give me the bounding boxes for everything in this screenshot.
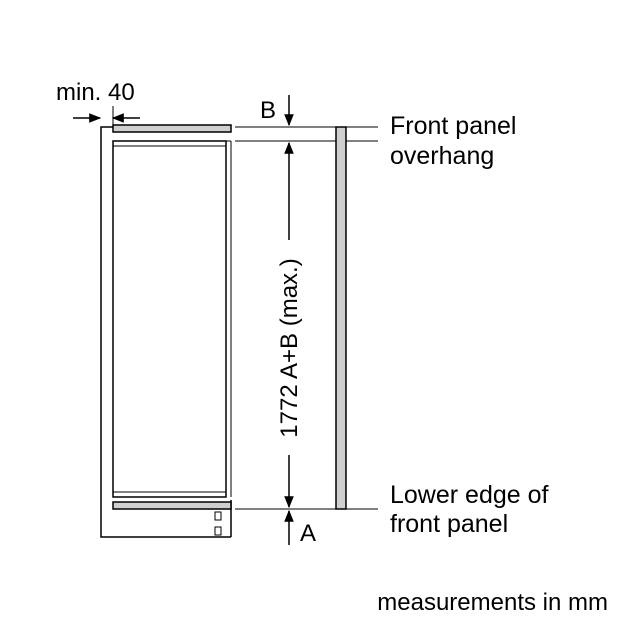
appliance-body: [112, 140, 232, 498]
min-gap-label: min. 40: [56, 79, 135, 106]
a-label: A: [300, 520, 316, 547]
top-board: [112, 124, 232, 133]
units-note: measurements in mm: [377, 589, 608, 616]
min-gap-dimension: [73, 106, 140, 125]
front-panel-label-line1: Front panel: [390, 112, 516, 140]
lower-edge-label-line1: Lower edge of: [390, 481, 549, 509]
b-label: B: [260, 97, 276, 124]
lower-edge-label-line2: front panel: [390, 510, 508, 538]
height-label: 1772 A+B (max.): [276, 258, 303, 437]
hinge-blocks: [214, 511, 222, 536]
reference-lines: [235, 126, 378, 510]
base-board: [112, 501, 232, 510]
front-panel-label-line2: overhang: [390, 142, 494, 170]
front-panel: [335, 126, 347, 510]
